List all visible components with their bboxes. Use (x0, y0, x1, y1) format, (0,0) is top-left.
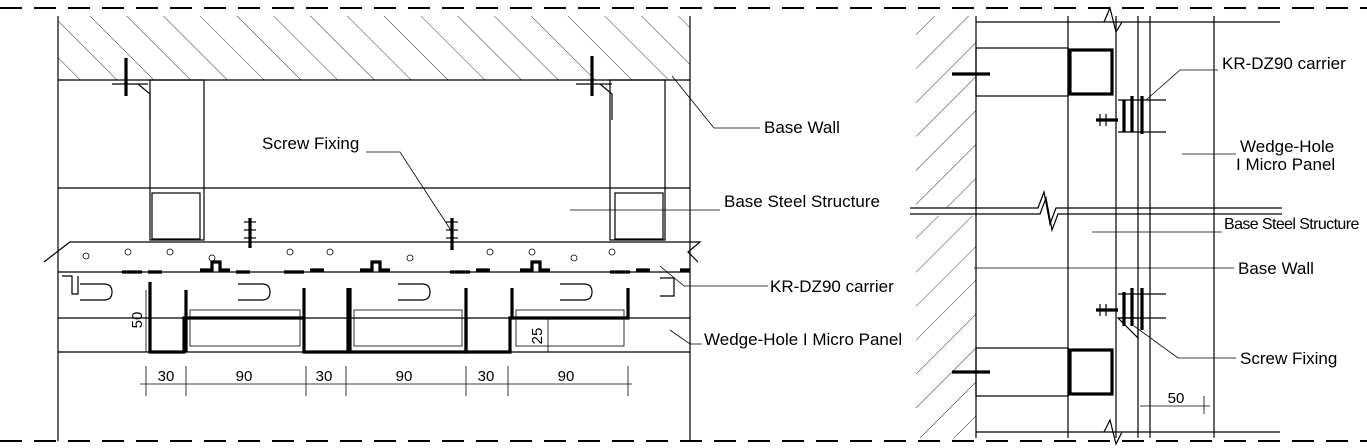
dimension-line-widths (140, 366, 632, 396)
screw-icon (446, 218, 458, 250)
dim-width-1: 30 (158, 368, 175, 385)
label-panel: Wedge-Hole I Micro Panel (704, 330, 902, 349)
steel-beam-upper (975, 47, 1069, 97)
steel-post-right (609, 79, 666, 241)
anchor-bolt-right (576, 56, 613, 120)
screw-icon (244, 218, 256, 248)
wall-hatch-lower (916, 216, 976, 438)
wedge-hole-panel (58, 282, 690, 354)
dim-width-4: 90 (396, 368, 413, 385)
label-screw-right: Screw Fixing (1240, 349, 1337, 368)
leader-screw-fixing (366, 151, 453, 233)
label-base-steel-structure: Base Steel Structure (724, 192, 880, 211)
carrier-profile-lower (1096, 288, 1166, 340)
right-section-detail: 50 KR-DZ90 carrier Wedge-Hole I Micro Pa… (910, 6, 1360, 446)
break-line (910, 189, 1282, 227)
dim-width-2: 90 (236, 368, 253, 385)
square-tube-lower (1068, 348, 1114, 396)
base-wall-hatch (58, 16, 690, 80)
anchor-bolt-left (112, 58, 151, 120)
dim-width-6: 90 (558, 368, 575, 385)
leader-carrier-right (1145, 69, 1218, 101)
carrier-clips (62, 260, 690, 301)
carrier-holes (82, 248, 616, 262)
dim-depth-25: 25 (529, 328, 546, 345)
square-tube-left (151, 192, 201, 240)
label-carrier: KR-DZ90 carrier (770, 277, 894, 296)
wall-hatch-upper (916, 16, 976, 208)
leader-panel (669, 329, 702, 345)
carrier-profile-upper (1096, 96, 1166, 134)
carrier-break (43, 241, 702, 263)
steel-post-left (149, 79, 205, 241)
dim-width-50: 50 (1168, 390, 1185, 407)
label-base-wall-right: Base Wall (1238, 259, 1314, 278)
leader-screw-right (1133, 325, 1236, 359)
leader-base-wall (671, 75, 760, 129)
label-carrier-right: KR-DZ90 carrier (1222, 54, 1346, 73)
dim-width-3: 30 (316, 368, 333, 385)
dim-height-50: 50 (129, 312, 146, 329)
leader-carrier (659, 265, 768, 287)
square-tube-right (614, 192, 664, 240)
label-screw-fixing: Screw Fixing (262, 134, 359, 153)
label-panel-right-line1: Wedge-Hole (1240, 137, 1334, 156)
label-steel-right: Base Steel Structure (1224, 216, 1359, 233)
left-section-detail: 30 90 30 90 30 90 50 25 Base Wall Screw … (43, 16, 902, 441)
label-panel-right-line2: I Micro Panel (1236, 155, 1335, 174)
square-tube-upper (1068, 48, 1114, 96)
dim-width-5: 30 (478, 368, 495, 385)
label-base-wall: Base Wall (764, 118, 840, 137)
